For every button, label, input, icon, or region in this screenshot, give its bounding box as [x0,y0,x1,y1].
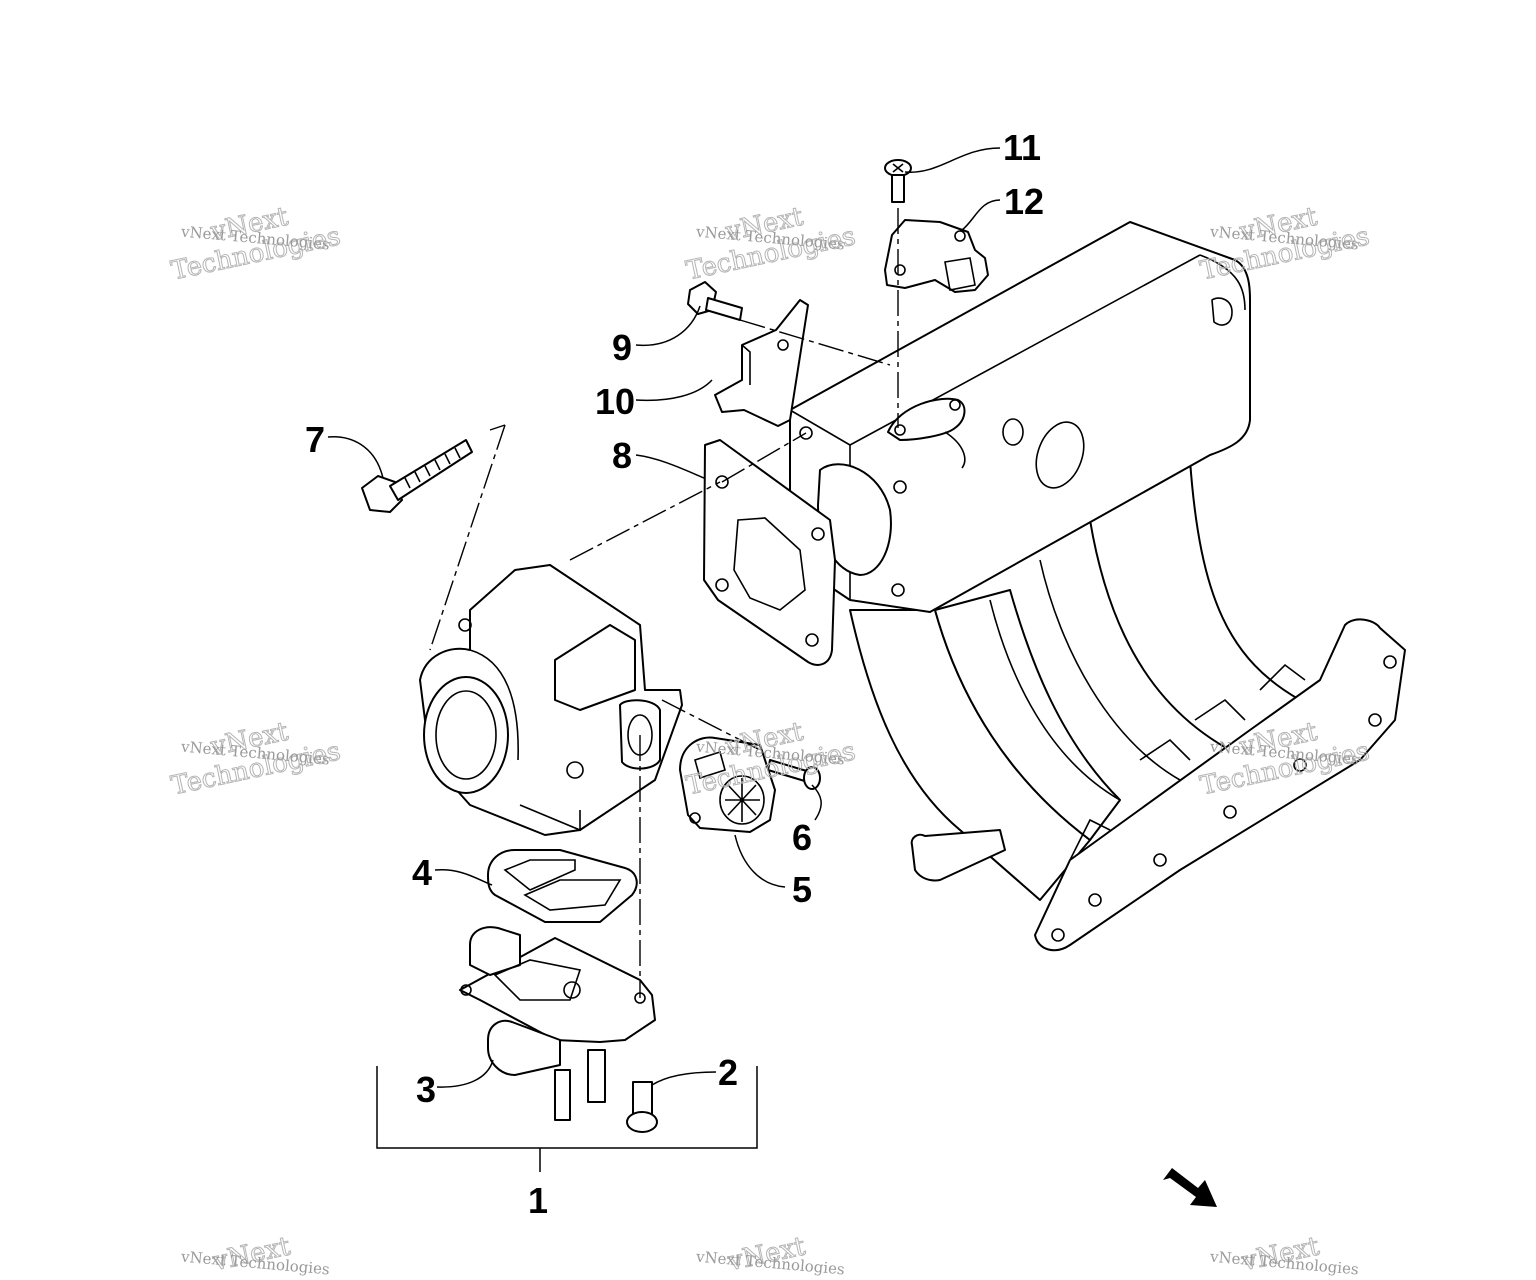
direction-arrow-icon [1163,1168,1217,1207]
callout-4: 4 [412,852,432,893]
callout-11: 11 [1003,127,1041,168]
callout-7: 7 [305,419,325,460]
intake-manifold [789,221,1406,952]
callout-2: 2 [718,1052,738,1093]
callout-6: 6 [792,817,812,858]
leader-lines [327,147,1001,1172]
screw-11 [884,159,912,203]
callout-5: 5 [792,869,812,910]
idle-air-control-valve-3 [459,926,656,1121]
sensor-12 [884,219,989,293]
callout-9: 9 [612,327,632,368]
assembly-lines [429,208,899,998]
callout-3: 3 [416,1069,436,1110]
throttle-position-sensor-5 [679,736,776,833]
callout-8: 8 [612,435,632,476]
bolt-7 [361,439,473,513]
bracket-10 [714,299,809,427]
callout-12: 12 [1004,181,1044,222]
callout-1: 1 [528,1180,548,1221]
gasket-4 [487,849,638,923]
throttle-body [419,564,683,836]
gasket-8 [703,439,836,666]
screw-6 [767,759,821,790]
screw-2 [626,1081,658,1133]
callout-10: 10 [595,381,635,422]
bolt-9 [687,281,743,321]
